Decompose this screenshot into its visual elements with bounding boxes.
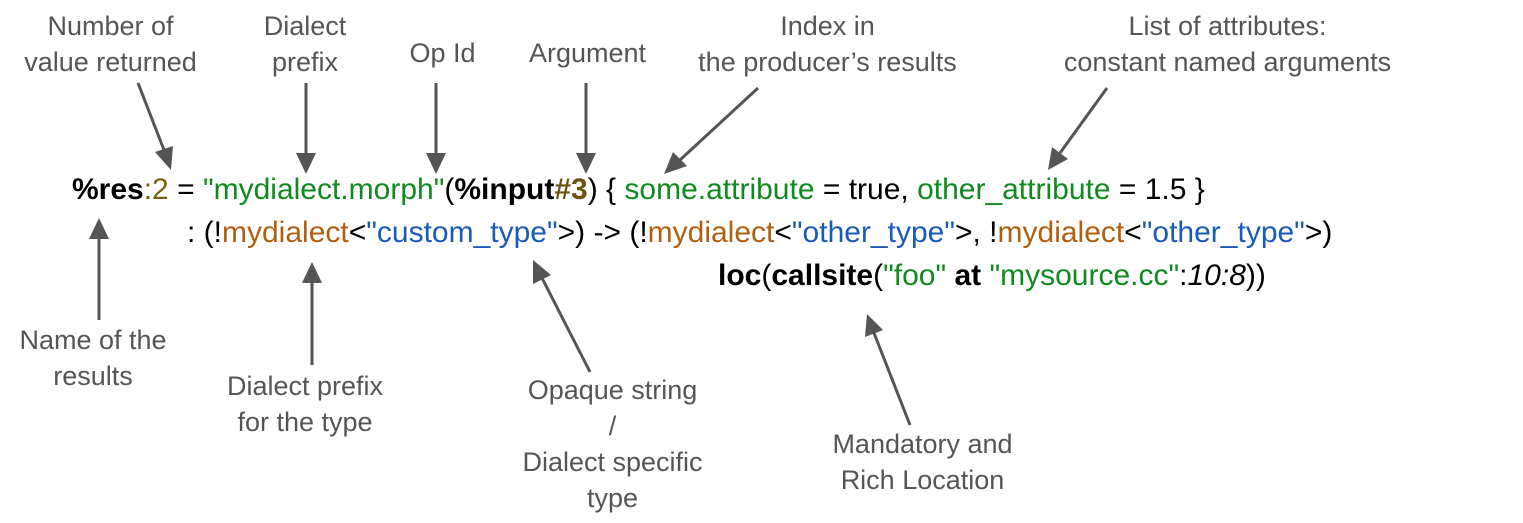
- op-id: .morph: [340, 173, 434, 206]
- label-op-id: Op Id: [409, 38, 476, 68]
- code-line-3: loc(callsite("foo" at "mysource.cc":10:8…: [718, 254, 1266, 298]
- arrow-num-values: [136, 82, 173, 170]
- attribute-2-value: = 1.5 }: [1110, 173, 1205, 206]
- type-string-2: "other_type": [791, 216, 955, 249]
- callsite-paren-open: (: [873, 259, 884, 292]
- type-string-3: "other_type": [1141, 216, 1305, 249]
- type-open-2: <: [774, 216, 792, 249]
- args-close: ) {: [587, 173, 625, 206]
- label-dialect-prefix: Dialect prefix: [263, 11, 347, 77]
- type-open-1: <: [348, 216, 367, 249]
- arrow-index: [664, 86, 760, 174]
- at-keyword: at: [954, 259, 982, 292]
- arrow-name-results: [89, 218, 109, 320]
- position-colon: :: [1179, 259, 1188, 292]
- callsite-keyword: callsite: [771, 259, 874, 292]
- source-file: "mysource.cc": [989, 259, 1180, 292]
- op-dialect: mydialect: [213, 173, 341, 206]
- argument-name: %input: [454, 173, 555, 206]
- args-open: (: [444, 173, 455, 206]
- arrow-opaque-string: [533, 260, 592, 373]
- arrow-argument: [576, 83, 596, 174]
- type-dialect-1: mydialect: [222, 216, 349, 249]
- attribute-2-name: other_attribute: [917, 173, 1111, 206]
- op-quote-close: ": [433, 173, 445, 206]
- label-argument: Argument: [528, 38, 647, 68]
- result-name: %res: [72, 173, 144, 206]
- label-dialect-prefix-type: Dialect prefix for the type: [226, 371, 384, 437]
- arrow-dialect-prefix: [296, 83, 316, 174]
- type-sig-open: : (!: [187, 216, 222, 249]
- label-num-values: Number of value returned: [24, 11, 197, 77]
- label-name-results: Name of the results: [19, 325, 167, 391]
- attribute-1-value: = true,: [814, 173, 918, 206]
- code-line-2: : (!mydialect<"custom_type">) -> (!mydia…: [187, 211, 1332, 255]
- argument-index: #3: [554, 173, 588, 206]
- label-opaque-string: Opaque string / Dialect specific type: [522, 375, 703, 513]
- label-location: Mandatory and Rich Location: [832, 429, 1013, 495]
- type-close-2: >, !: [954, 216, 998, 249]
- type-dialect-3: mydialect: [997, 216, 1125, 249]
- op-quote-open: ": [202, 173, 214, 206]
- loc-keyword: loc: [718, 259, 762, 292]
- result-count: :2: [143, 173, 169, 206]
- type-open-3: <: [1124, 216, 1142, 249]
- type-close-1: >) -> (!: [557, 216, 648, 249]
- arrow-op-id: [426, 83, 446, 174]
- label-attributes: List of attributes: constant named argum…: [1063, 11, 1392, 77]
- source-position: 10:8: [1187, 259, 1246, 292]
- loc-paren-open: (: [761, 259, 772, 292]
- type-close-3: >): [1304, 216, 1333, 249]
- equals-sign: =: [168, 173, 203, 206]
- type-dialect-2: mydialect: [647, 216, 775, 249]
- loc-paren-close: )): [1245, 259, 1266, 292]
- arrow-dialect-prefix-type: [302, 262, 322, 365]
- label-index-in-results: Index in the producer’s results: [698, 11, 957, 77]
- arrow-location: [865, 314, 912, 426]
- attribute-1-name: some.attribute: [624, 173, 815, 206]
- type-string-1: "custom_type": [366, 216, 558, 249]
- arrow-attributes: [1048, 87, 1109, 170]
- callee-name: "foo": [883, 259, 947, 292]
- code-line-1: %res:2 = "mydialect.morph"(%input#3) { s…: [72, 168, 1205, 212]
